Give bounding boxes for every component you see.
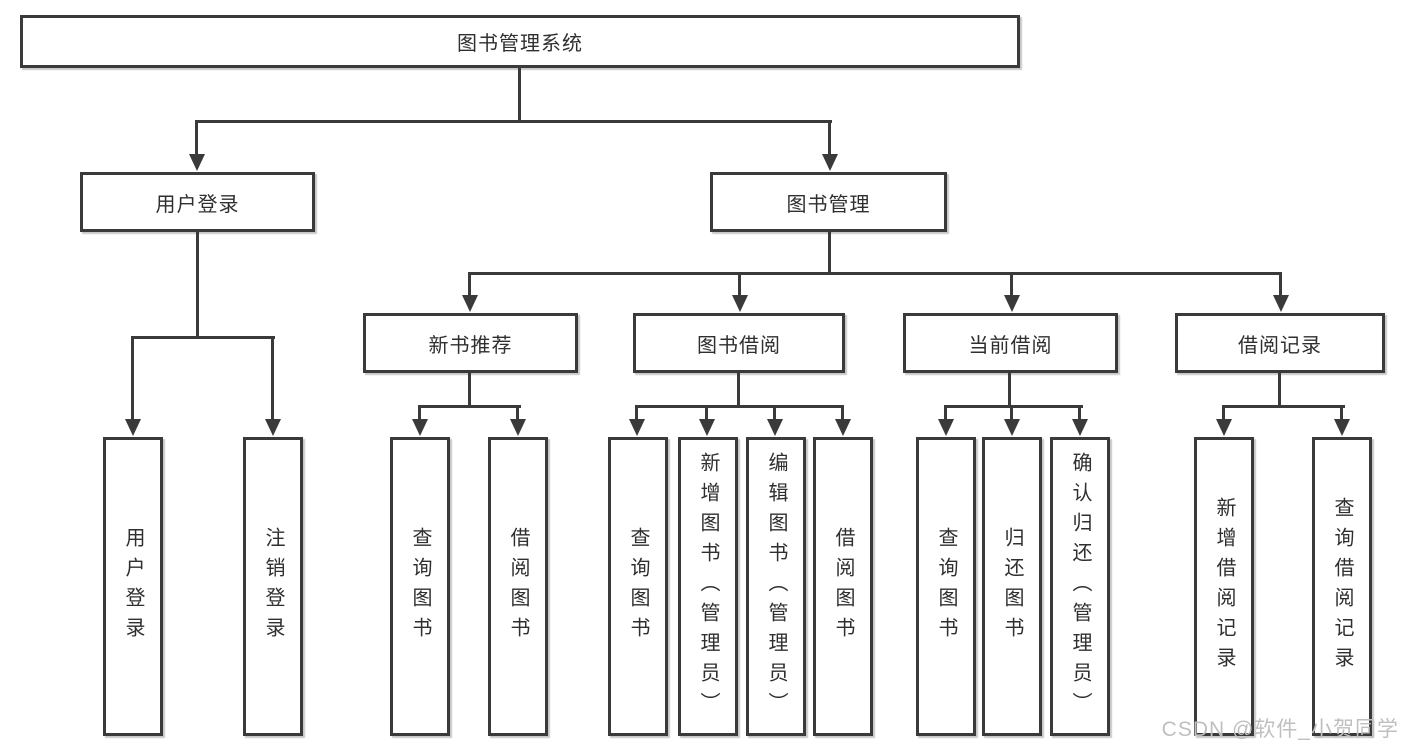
connector-line [738, 272, 741, 296]
leaf-logout-label: 注销登录 [262, 526, 284, 647]
connector-line [944, 405, 1083, 408]
node-root: 图书管理系统 [20, 15, 1020, 68]
arrow-down-icon [835, 419, 851, 436]
leaf-cb-query-books: 查询图书 [916, 437, 976, 736]
leaf-br-add-record-label: 新增借阅记录 [1213, 496, 1235, 677]
node-book-management: 图书管理 [710, 172, 947, 232]
node-root-label: 图书管理系统 [457, 33, 583, 55]
arrow-down-icon [265, 419, 281, 436]
leaf-bb-query-books: 查询图书 [608, 437, 668, 736]
leaf-bb-borrow-books-label: 借阅图书 [832, 526, 854, 647]
node-book-management-label: 图书管理 [786, 193, 871, 216]
connector-line [196, 232, 199, 336]
connector-line [131, 336, 134, 420]
connector-line [468, 272, 1282, 275]
connector-line [1340, 405, 1343, 419]
node-borrow-record-label: 借阅记录 [1238, 334, 1322, 357]
arrow-down-icon [822, 154, 838, 171]
leaf-user-login-label: 用户登录 [122, 526, 144, 647]
arrow-down-icon [125, 419, 141, 436]
connector-line [1222, 405, 1225, 419]
leaf-nbr-query-books: 查询图书 [390, 437, 450, 736]
connector-line [1010, 405, 1013, 419]
connector-line [271, 336, 274, 420]
connector-line [418, 405, 521, 408]
arrow-down-icon [732, 295, 748, 312]
connector-line [1279, 272, 1282, 296]
connector-line [773, 405, 776, 419]
arrow-down-icon [1004, 419, 1020, 436]
node-borrow-record: 借阅记录 [1175, 313, 1385, 373]
connector-line [195, 120, 198, 156]
arrow-down-icon [1273, 295, 1289, 312]
connector-line [468, 272, 471, 296]
leaf-bb-query-books-label: 查询图书 [627, 526, 649, 647]
node-new-book-recommend-label: 新书推荐 [428, 334, 513, 357]
arrow-down-icon [1334, 419, 1350, 436]
connector-line [828, 120, 831, 156]
leaf-br-query-record: 查询借阅记录 [1312, 437, 1372, 736]
leaf-cb-confirm-return-admin: 确认归还（管理员） [1050, 437, 1110, 736]
node-new-book-recommend: 新书推荐 [363, 313, 578, 373]
connector-line [1008, 373, 1011, 407]
csdn-watermark: CSDN @软件_小贺同学 [1161, 718, 1399, 741]
arrow-down-icon [629, 419, 645, 436]
connector-line [516, 405, 519, 419]
arrow-down-icon [189, 154, 205, 171]
connector-line [1278, 373, 1281, 407]
leaf-user-login: 用户登录 [103, 437, 163, 736]
leaf-br-query-record-label: 查询借阅记录 [1331, 496, 1353, 677]
connector-line [1010, 272, 1013, 296]
connector-line [1222, 405, 1345, 408]
node-user-login-label: 用户登录 [155, 193, 240, 216]
connector-line [1078, 405, 1081, 419]
leaf-nbr-borrow-books: 借阅图书 [488, 437, 548, 736]
arrow-down-icon [1216, 419, 1232, 436]
leaf-cb-return-books: 归还图书 [982, 437, 1042, 736]
node-book-borrow: 图书借阅 [633, 313, 845, 373]
leaf-cb-confirm-return-admin-label: 确认归还（管理员） [1069, 451, 1091, 722]
leaf-logout: 注销登录 [243, 437, 303, 736]
connector-line [196, 120, 832, 123]
arrow-down-icon [938, 419, 954, 436]
leaf-br-add-record: 新增借阅记录 [1194, 437, 1254, 736]
node-current-borrow: 当前借阅 [903, 313, 1118, 373]
leaf-nbr-borrow-books-label: 借阅图书 [507, 526, 529, 647]
arrow-down-icon [462, 295, 478, 312]
connector-line [635, 405, 844, 408]
node-user-login: 用户登录 [80, 172, 315, 232]
leaf-cb-return-books-label: 归还图书 [1001, 526, 1023, 647]
connector-line [518, 68, 521, 120]
node-current-borrow-label: 当前借阅 [968, 334, 1053, 357]
connector-line [468, 373, 471, 407]
leaf-bb-borrow-books: 借阅图书 [813, 437, 873, 736]
connector-line [841, 405, 844, 419]
arrow-down-icon [767, 419, 783, 436]
leaf-cb-query-books-label: 查询图书 [935, 526, 957, 647]
arrow-down-icon [1072, 419, 1088, 436]
arrow-down-icon [1004, 295, 1020, 312]
connector-line [418, 405, 421, 419]
connector-line [944, 405, 947, 419]
leaf-bb-edit-book-admin-label: 编辑图书（管理员） [765, 451, 787, 722]
leaf-nbr-query-books-label: 查询图书 [409, 526, 431, 647]
arrow-down-icon [699, 419, 715, 436]
connector-line [131, 336, 275, 339]
arrow-down-icon [510, 419, 526, 436]
leaf-bb-add-book-admin-label: 新增图书（管理员） [697, 451, 719, 722]
arrow-down-icon [412, 419, 428, 436]
node-book-borrow-label: 图书借阅 [697, 334, 781, 357]
leaf-bb-edit-book-admin: 编辑图书（管理员） [746, 437, 806, 736]
connector-line [705, 405, 708, 419]
leaf-bb-add-book-admin: 新增图书（管理员） [678, 437, 738, 736]
connector-line [635, 405, 638, 419]
connector-line [737, 373, 740, 407]
connector-line [828, 232, 831, 274]
